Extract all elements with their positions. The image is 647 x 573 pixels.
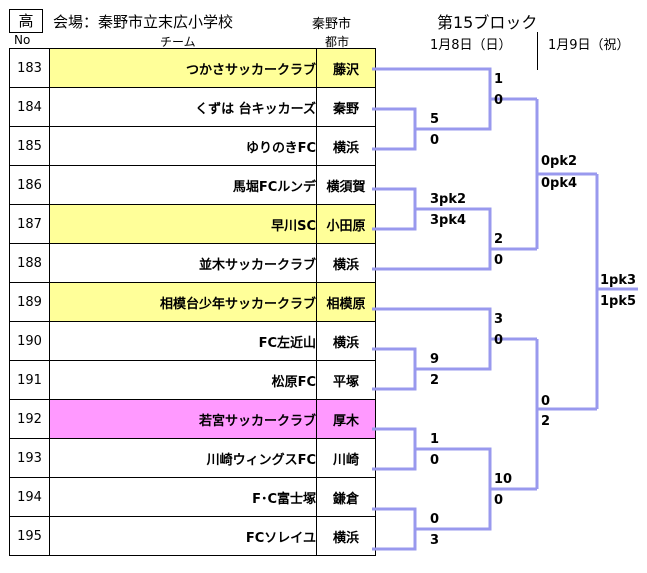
team-city: 横須賀 <box>316 165 376 205</box>
score-m3-top: 3pk2 <box>430 192 467 207</box>
score-m3-bot: 3pk4 <box>430 213 467 228</box>
team-name: FC左近山 <box>49 321 317 361</box>
score-m2-top: 1 <box>494 72 504 87</box>
team-number: 195 <box>9 516 50 556</box>
score-m7-bot: 0 <box>430 453 440 468</box>
team-number: 184 <box>9 87 50 127</box>
bracket-m8 <box>372 507 428 551</box>
team-number: 188 <box>9 243 50 283</box>
team-city: 秦野 <box>316 87 376 127</box>
score-m8-top: 0 <box>430 512 440 527</box>
team-city: 相模原 <box>316 282 376 322</box>
bracket-m4 <box>372 207 492 271</box>
bracket-final <box>595 174 638 409</box>
team-number: 193 <box>9 438 50 478</box>
score-m9-bot: 0 <box>494 493 504 508</box>
col-no-header: No <box>14 33 31 47</box>
col-city-header: 都市 <box>325 35 350 49</box>
col-team-header: チーム <box>160 35 196 49</box>
team-name: FCソレイユ <box>49 516 317 556</box>
round1-date: 1月8日（日） <box>430 38 512 53</box>
date-divider <box>537 32 538 70</box>
team-name: 馬堀FCルンデ <box>49 165 317 205</box>
team-city: 横浜 <box>316 516 376 556</box>
score-sf2-bot: 2 <box>541 414 551 429</box>
score-m4-top: 2 <box>494 232 504 247</box>
team-city: 横浜 <box>316 243 376 283</box>
score-final-top: 1pk3 <box>600 273 637 288</box>
score-m9-top: 10 <box>494 472 513 487</box>
score-m7-top: 1 <box>430 432 440 447</box>
bracket-sf2 <box>535 339 597 489</box>
score-m5-bot: 2 <box>430 373 440 388</box>
score-m5-top: 9 <box>430 352 440 367</box>
team-name: 川崎ウィングスFC <box>49 438 317 478</box>
score-m2-bot: 0 <box>494 93 504 108</box>
score-m1-top: 5 <box>430 112 440 127</box>
team-number: 191 <box>9 360 50 400</box>
score-final-bot: 1pk5 <box>600 294 637 309</box>
team-name: 相模台少年サッカークラブ <box>49 282 317 322</box>
score-m4-bot: 0 <box>494 253 504 268</box>
team-city: 厚木 <box>316 399 376 439</box>
bracket-m1 <box>372 107 428 151</box>
venue-label: 会場：秦野市立末広小学校 <box>53 13 234 31</box>
team-city: 川崎 <box>316 438 376 478</box>
host-city: 秦野市 <box>312 17 352 32</box>
team-number: 186 <box>9 165 50 205</box>
bracket-sf1 <box>535 99 597 249</box>
score-sf1-top: 0pk2 <box>541 154 578 169</box>
score-sf2-top: 0 <box>541 394 551 409</box>
score-m6-bot: 0 <box>494 333 504 348</box>
block-title: 第15ブロック <box>437 13 538 32</box>
team-name: 松原FC <box>49 360 317 400</box>
team-name: 並木サッカークラブ <box>49 243 317 283</box>
team-number: 185 <box>9 126 50 166</box>
score-m6-top: 3 <box>494 312 504 327</box>
score-sf1-bot: 0pk4 <box>541 176 578 191</box>
team-name: 若宮サッカークラブ <box>49 399 317 439</box>
team-name: F･C富士塚 <box>49 477 317 517</box>
round2-date: 1月9日（祝） <box>548 38 630 53</box>
bracket-m3b <box>372 187 428 231</box>
score-m1-bot: 0 <box>430 133 440 148</box>
team-name: つかさサッカークラブ <box>49 48 317 88</box>
grade-badge: 高 <box>9 9 43 33</box>
bracket-m7 <box>372 427 428 471</box>
team-city: 藤沢 <box>316 48 376 88</box>
score-m8-bot: 3 <box>430 533 440 548</box>
team-city: 横浜 <box>316 321 376 361</box>
bracket-m5 <box>372 347 428 391</box>
team-number: 192 <box>9 399 50 439</box>
team-city: 平塚 <box>316 360 376 400</box>
